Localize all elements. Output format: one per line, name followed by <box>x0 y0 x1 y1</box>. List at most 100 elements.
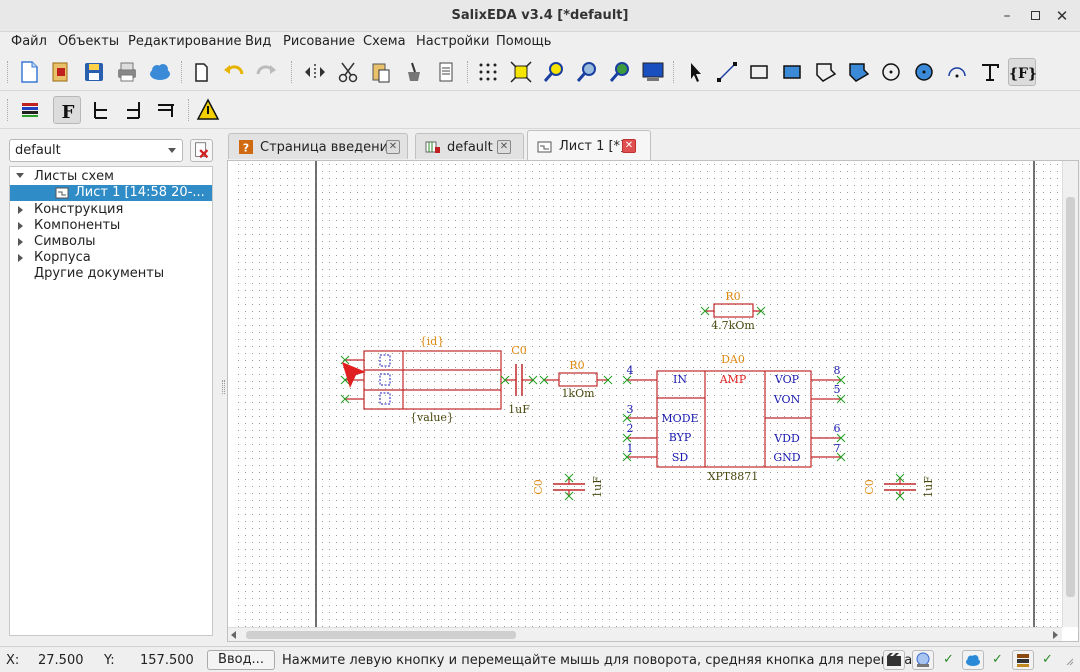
component-value: 1uF <box>508 403 530 416</box>
menu-file[interactable]: Файл <box>11 34 47 49</box>
resistor-r0-series[interactable]: R0 1kOm <box>539 359 613 400</box>
menu-edit[interactable]: Редактирование <box>128 34 242 49</box>
filled-polygon-icon[interactable] <box>844 58 872 86</box>
tab-sheet-1[interactable]: Лист 1 [*] ✕ <box>527 130 651 160</box>
menu-help[interactable]: Помощь <box>496 34 552 49</box>
schematic-canvas[interactable]: {id} {value} C0 1uF <box>227 160 1079 642</box>
tab-default[interactable]: default ✕ <box>415 133 524 159</box>
warning-icon[interactable] <box>194 96 222 124</box>
grid-icon[interactable] <box>474 58 502 86</box>
enter-coordinates-button[interactable]: Ввод... <box>207 650 275 670</box>
component-value: 4.7kOm <box>711 319 755 332</box>
redo-icon[interactable] <box>252 58 280 86</box>
chevron-down-icon <box>16 173 24 178</box>
component-ref: DA0 <box>721 353 745 366</box>
line-icon[interactable] <box>713 58 741 86</box>
new-sheet-icon[interactable] <box>187 58 215 86</box>
layers-icon[interactable] <box>16 96 44 124</box>
zoom-area-icon[interactable] <box>606 58 634 86</box>
tree-item-symbols[interactable]: Символы <box>10 234 212 250</box>
chevron-right-icon <box>18 238 23 246</box>
circle-icon[interactable] <box>877 58 905 86</box>
chevron-right-icon <box>18 254 23 262</box>
menu-schema[interactable]: Схема <box>363 34 406 49</box>
properties-icon[interactable] <box>432 58 460 86</box>
tree-item-other-docs[interactable]: Другие документы <box>10 266 212 282</box>
open-project-icon[interactable] <box>47 58 75 86</box>
connector-component[interactable]: {id} {value} <box>340 335 502 424</box>
resistor-r0-feedback[interactable]: R0 4.7kOm <box>700 290 766 332</box>
minimize-icon[interactable]: – <box>1003 8 1011 24</box>
filled-circle-icon[interactable] <box>910 58 938 86</box>
component-ref: C0 <box>863 479 876 494</box>
tab-label: Страница введения <box>260 140 396 155</box>
new-file-icon[interactable] <box>15 58 43 86</box>
align-left-icon[interactable] <box>87 96 115 124</box>
align-top-icon[interactable] <box>152 96 180 124</box>
polygon-icon[interactable] <box>811 58 839 86</box>
pin-number: 4 <box>627 364 634 377</box>
library-icon[interactable] <box>1012 650 1034 670</box>
tab-intro-page[interactable]: ? Страница введения ✕ <box>228 133 408 159</box>
chevron-right-icon <box>18 206 23 214</box>
text-icon[interactable] <box>976 58 1004 86</box>
capacitor-c0-left[interactable]: C0 1uF <box>532 473 604 501</box>
pointer-icon[interactable] <box>681 58 709 86</box>
menu-settings[interactable]: Настройки <box>416 34 490 49</box>
tree-item-sheet-1[interactable]: Лист 1 [14:58 20-... <box>10 185 212 201</box>
rectangle-icon[interactable] <box>745 58 773 86</box>
zoom-out-icon[interactable] <box>573 58 601 86</box>
zoom-fit-icon[interactable] <box>507 58 535 86</box>
cloud-icon[interactable] <box>146 58 174 86</box>
scrollbar-thumb[interactable] <box>246 631 516 639</box>
scrollbar-thumb[interactable] <box>1066 197 1075 597</box>
scroll-right-icon[interactable] <box>1053 631 1058 639</box>
cut-icon[interactable] <box>334 58 362 86</box>
close-tab-icon[interactable]: ✕ <box>622 139 636 153</box>
align-right-icon[interactable] <box>119 96 147 124</box>
zoom-in-icon[interactable] <box>540 58 568 86</box>
menu-draw[interactable]: Рисование <box>283 34 355 49</box>
cloud-sync-icon[interactable] <box>962 650 984 670</box>
field-icon[interactable]: {F} <box>1008 58 1037 86</box>
film-icon[interactable] <box>883 650 905 670</box>
scroll-left-icon[interactable] <box>231 631 236 639</box>
remove-project-button[interactable] <box>190 139 213 162</box>
tree-item-sheets[interactable]: Листы схем <box>10 169 212 185</box>
menu-view[interactable]: Вид <box>245 34 272 49</box>
horizontal-scrollbar[interactable] <box>228 627 1062 641</box>
print-icon[interactable] <box>113 58 141 86</box>
network-icon[interactable] <box>912 650 934 670</box>
capacitor-c0-right[interactable]: C0 1uF <box>863 473 935 501</box>
panel-splitter[interactable] <box>222 380 225 394</box>
vertical-scrollbar[interactable] <box>1062 161 1078 627</box>
monitor-icon[interactable] <box>639 58 667 86</box>
maximize-icon[interactable] <box>1025 6 1045 26</box>
tree-item-construction[interactable]: Конструкция <box>10 202 212 218</box>
x-coordinate: 27.500 <box>38 653 84 668</box>
title-bar: SalixEDA v3.4 [*default] – ✕ <box>0 0 1080 32</box>
save-icon[interactable] <box>80 58 108 86</box>
amplifier-da0[interactable]: DA0 AMP IN MODE BYP SD 4 3 2 1 VOP VON <box>622 353 846 483</box>
capacitor-c0-series[interactable]: C0 1uF <box>500 344 538 416</box>
filled-rectangle-icon[interactable] <box>778 58 806 86</box>
project-combo-value: default <box>15 143 61 158</box>
resize-grip-icon[interactable] <box>1064 655 1074 666</box>
undo-icon[interactable] <box>220 58 248 86</box>
tree-item-components[interactable]: Компоненты <box>10 218 212 234</box>
arc-icon[interactable] <box>943 58 971 86</box>
clean-icon[interactable] <box>400 58 428 86</box>
menu-objects[interactable]: Объекты <box>58 34 120 49</box>
schematic-drawing: {id} {value} C0 1uF <box>228 161 1078 641</box>
toolbar-separator <box>291 61 293 83</box>
tree-item-packages[interactable]: Корпуса <box>10 250 212 266</box>
close-window-icon[interactable]: ✕ <box>1055 7 1069 25</box>
mirror-icon[interactable] <box>301 58 329 86</box>
paste-icon[interactable] <box>367 58 395 86</box>
close-tab-icon[interactable]: ✕ <box>386 140 400 154</box>
project-icon <box>425 141 440 153</box>
close-tab-icon[interactable]: ✕ <box>497 140 511 154</box>
status-ok-icon: ✓ <box>992 652 1003 667</box>
font-icon[interactable]: F <box>53 96 81 124</box>
project-combo[interactable]: default <box>9 139 183 162</box>
